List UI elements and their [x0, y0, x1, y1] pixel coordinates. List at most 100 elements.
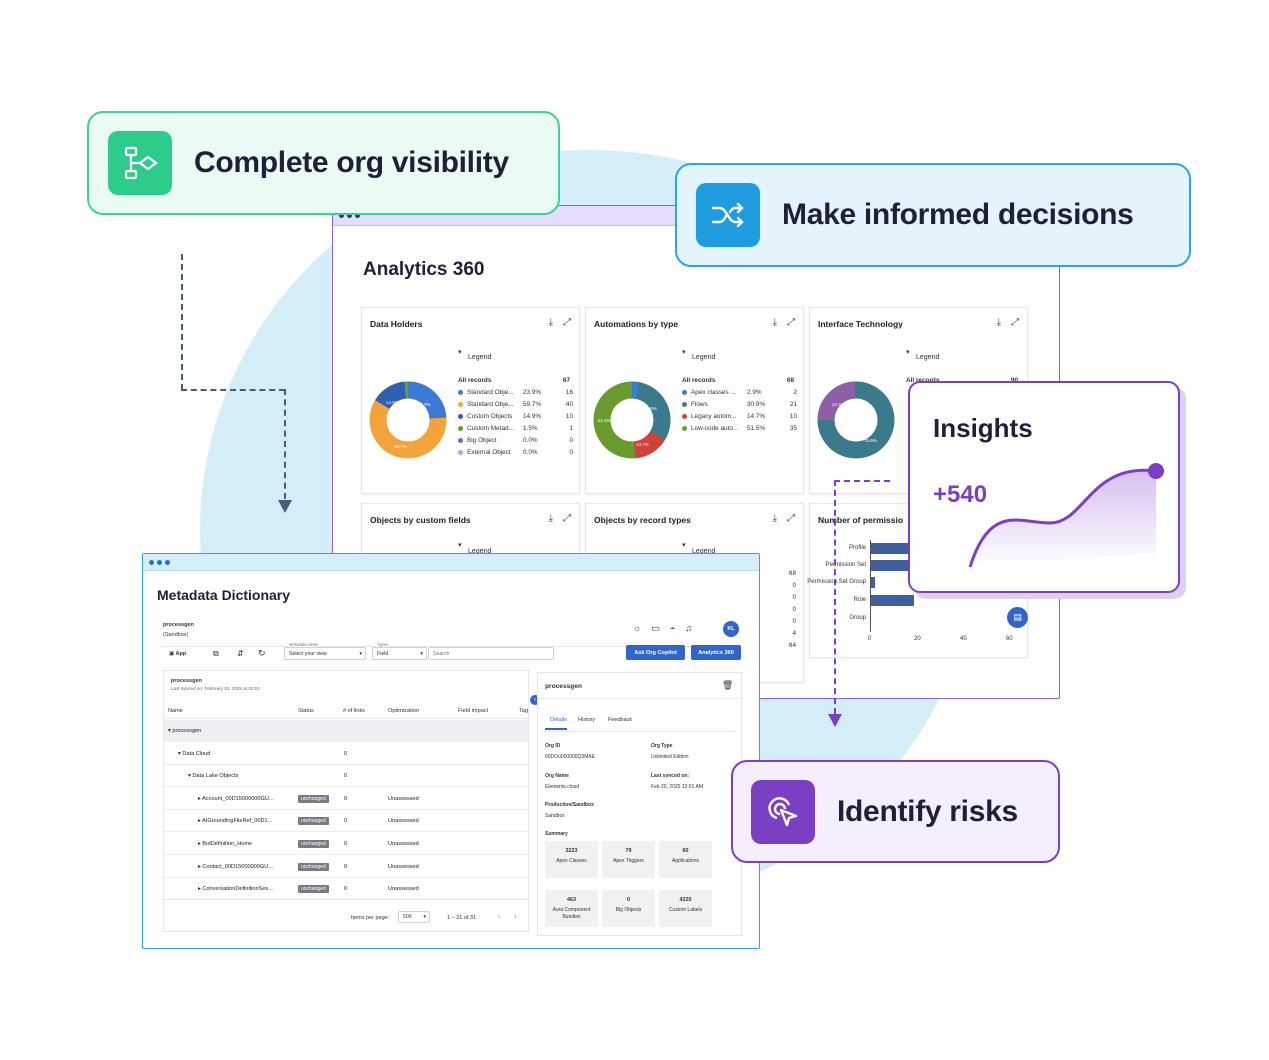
comment-icon[interactable]: ▭ [651, 623, 660, 633]
view-select[interactable]: Metadata views Select your view ▾ [284, 642, 366, 660]
download-icon[interactable]: ⤓ [772, 317, 777, 328]
download-icon[interactable]: ⤓ [548, 513, 553, 524]
download-icon[interactable]: ⤓ [772, 513, 777, 524]
bar [871, 577, 875, 588]
legend-title: Legend [468, 548, 492, 555]
legend-toggle[interactable]: ▾ [458, 349, 462, 356]
summary-label: Custom Labels [668, 907, 703, 913]
refresh-icon[interactable]: ↻ [258, 648, 266, 658]
ask-copilot-button[interactable]: Ask Org Copilot [626, 645, 685, 660]
legend-count: 0 [569, 448, 573, 456]
y-axis-label: Profile [848, 545, 866, 551]
table-row[interactable]: ▾ processgen [164, 720, 528, 742]
expand-icon[interactable]: ⤢ [563, 513, 571, 524]
legend-row[interactable]: Standard Obje...23.9%16 [458, 386, 573, 398]
app-button[interactable]: ▣ App [169, 651, 187, 657]
search-input[interactable] [428, 647, 554, 660]
chevron-down-icon: ▾ [420, 650, 423, 657]
tab-feedback[interactable]: Feedback [608, 717, 633, 723]
column-header[interactable]: Name [168, 708, 183, 714]
chat-button[interactable]: ▤ [1007, 607, 1028, 628]
legend-row[interactable]: Custom Metad...1.5%1 [458, 422, 573, 434]
column-header[interactable]: # of links [343, 708, 366, 714]
donut-label: 30.9% [644, 406, 657, 411]
feature-pill-risks: Identify risks [731, 760, 1060, 863]
next-page-icon[interactable]: › [514, 912, 517, 921]
row-links: 0 [344, 841, 348, 847]
row-name: ▾ processgen [168, 728, 202, 734]
window-dot [339, 213, 344, 218]
chart-card-data-holders: Data Holders ⤓⤢ ▾ Legend 23.9% 59.7% 14.… [361, 307, 580, 494]
prod-value: Sandbox [545, 813, 565, 819]
expand-icon[interactable]: ⤢ [787, 317, 795, 328]
expand-icon[interactable]: ⤢ [1011, 317, 1019, 328]
prev-page-icon[interactable]: ‹ [498, 912, 501, 921]
legend-toggle[interactable]: ▾ [906, 349, 910, 356]
legend-row[interactable]: Apex classes ...2.9%2 [682, 386, 797, 398]
x-tick-label: 0 [868, 636, 872, 642]
legend-toggle[interactable]: ▾ [682, 349, 686, 356]
tab-history[interactable]: History [578, 717, 596, 723]
legend-count: 0 [792, 582, 796, 589]
insights-value: +540 [933, 481, 988, 508]
download-icon[interactable]: ⤓ [548, 317, 553, 328]
summary-label: Applications [672, 858, 699, 864]
tab-details[interactable]: Details [550, 717, 567, 723]
collapse-icon[interactable]: ⇵ [237, 649, 244, 658]
org-id-label: Org ID [545, 743, 561, 749]
legend-row[interactable]: Standard Obje...59.7%40 [458, 398, 573, 410]
donut-label: 51.5% [598, 418, 611, 423]
analytics-button[interactable]: Analytics 360 [691, 645, 741, 660]
expand-icon[interactable]: ⤢ [563, 317, 571, 328]
legend-count: 0 [792, 606, 796, 613]
legend-row[interactable]: Legacy autom...14.7%10 [682, 410, 797, 422]
expand-icon[interactable]: ⤢ [787, 513, 795, 524]
legend-name: Big Object [467, 436, 497, 444]
trend-end-marker [1148, 463, 1164, 479]
legend-percent: 59.7% [523, 400, 542, 408]
legend-row[interactable]: Low-code auto...51.5%35 [682, 422, 797, 434]
per-page-select[interactable]: 500 ▾ [398, 911, 430, 923]
types-select[interactable]: Types Field ▾ [372, 642, 427, 660]
avatar[interactable]: KL [723, 621, 739, 637]
chart-icon[interactable]: ⌁ [669, 623, 676, 633]
column-header[interactable]: Optimization [388, 708, 420, 714]
column-header[interactable]: Status [298, 708, 314, 714]
legend-count: 2 [793, 388, 797, 396]
x-tick-label: 20 [914, 636, 921, 642]
column-header[interactable]: Field impact [458, 708, 489, 714]
org-name-value: Elements.cloud [545, 784, 580, 790]
card-title: Interface Technology [818, 319, 903, 329]
row-name: ▸ AIGroundingFileRef_00D1... [198, 818, 273, 825]
donut-label: 23.9% [418, 402, 431, 407]
legend-toggle[interactable]: ▾ [458, 542, 462, 549]
status-badge: unchanged [298, 794, 329, 803]
row-name: ▸ Account_00D15000000GU... [198, 795, 274, 802]
donut-chart: 23.9% 59.7% 14.9% [369, 381, 447, 459]
legend-toggle[interactable]: ▾ [682, 542, 686, 549]
legend-swatch [458, 389, 463, 395]
column-header[interactable]: Tag [519, 708, 529, 714]
feature-pill-decisions: Make informed decisions [675, 163, 1191, 267]
settings-icon[interactable]: ☼ [633, 623, 642, 633]
collapse-panel-button[interactable]: › [530, 695, 540, 705]
trash-icon[interactable]: 🗑 [722, 680, 734, 690]
download-icon[interactable]: ⤓ [996, 317, 1001, 328]
bell-icon[interactable]: ♫ [685, 623, 692, 633]
copy-icon[interactable]: ⧉ [213, 649, 219, 658]
